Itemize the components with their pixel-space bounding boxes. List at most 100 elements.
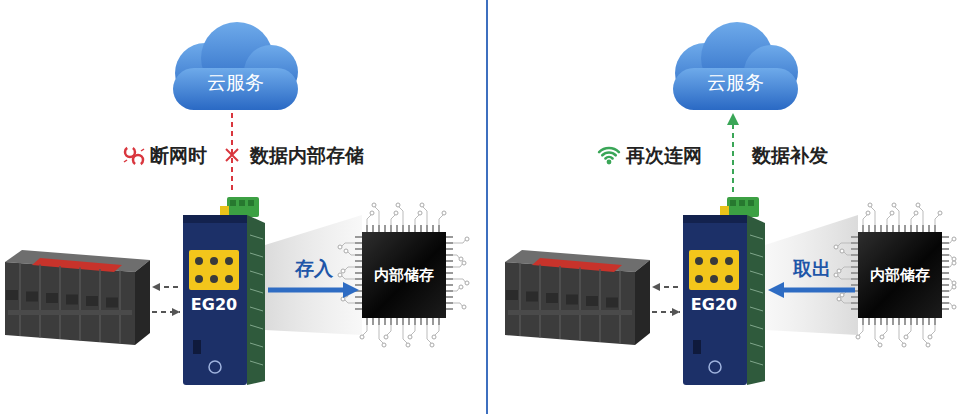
chip-pin bbox=[886, 225, 888, 232]
trace-pad bbox=[837, 297, 841, 301]
node-text: 云服务 bbox=[707, 71, 764, 94]
pcb-trace bbox=[250, 343, 263, 347]
gateway-device bbox=[683, 195, 765, 385]
cloud-shape bbox=[163, 18, 308, 110]
trace-pad bbox=[914, 211, 918, 215]
circuit-trace bbox=[906, 325, 911, 336]
chip-pin bbox=[904, 225, 906, 232]
gateway-device bbox=[183, 195, 265, 385]
pcb-side bbox=[747, 215, 765, 385]
chip-pin bbox=[355, 284, 362, 286]
chip-pin bbox=[851, 302, 858, 304]
terminal-screw bbox=[248, 200, 254, 206]
circuit-trace bbox=[341, 243, 355, 247]
circuit-trace bbox=[434, 325, 439, 336]
trace-pad bbox=[902, 343, 906, 347]
chip-pin bbox=[851, 296, 858, 298]
pcb-trace bbox=[750, 343, 763, 347]
chip-pin bbox=[446, 278, 453, 280]
chip-pin bbox=[942, 236, 949, 238]
trace-pad bbox=[904, 335, 908, 339]
circuit-trace bbox=[427, 325, 432, 344]
wifi-arc bbox=[602, 152, 615, 155]
terminal-screw bbox=[730, 200, 736, 206]
plc-ridge bbox=[99, 269, 101, 342]
pcb-trace bbox=[750, 289, 763, 293]
plc-terminal bbox=[6, 290, 18, 300]
trace-pad bbox=[840, 249, 844, 253]
circuit-trace bbox=[837, 243, 851, 247]
trace-pad bbox=[837, 269, 841, 273]
node-text: 云服务 bbox=[207, 71, 264, 94]
circuit-trace bbox=[837, 275, 851, 279]
trace-pad bbox=[952, 261, 956, 265]
chip-pin bbox=[928, 225, 930, 232]
led bbox=[710, 257, 718, 265]
trace-pad bbox=[465, 281, 469, 285]
chip-pin bbox=[384, 318, 386, 325]
circuit-trace bbox=[863, 214, 868, 225]
circuit-trace bbox=[453, 263, 463, 267]
chip-pin bbox=[880, 318, 882, 325]
trace-pad bbox=[916, 203, 920, 207]
circuit-trace bbox=[882, 325, 887, 336]
panel-divider bbox=[486, 0, 488, 414]
plc-side bbox=[135, 260, 150, 345]
plc-red-strip bbox=[32, 258, 122, 272]
plc-ridge bbox=[59, 266, 61, 339]
plc-ridge bbox=[619, 271, 621, 344]
chip-pin bbox=[355, 248, 362, 250]
trace-pad bbox=[418, 211, 422, 215]
chip-pin bbox=[904, 318, 906, 325]
sim-slot bbox=[193, 340, 201, 354]
chip-pin bbox=[355, 302, 362, 304]
chip-pin bbox=[874, 225, 876, 232]
chip-pin bbox=[942, 254, 949, 256]
led-panel bbox=[189, 250, 239, 290]
chip-pin bbox=[942, 272, 949, 274]
plc-side bbox=[635, 260, 650, 345]
led bbox=[225, 257, 233, 265]
chip-pin bbox=[372, 225, 374, 232]
device-node: EG20 bbox=[183, 195, 265, 385]
plc-ridge bbox=[119, 271, 121, 344]
chip-pin bbox=[916, 318, 918, 325]
trace-pad bbox=[430, 343, 434, 347]
led bbox=[710, 275, 718, 283]
chip-pin bbox=[942, 260, 949, 262]
led bbox=[210, 275, 218, 283]
chip-pin bbox=[851, 242, 858, 244]
trace-pad bbox=[834, 245, 838, 249]
light-beam bbox=[265, 215, 362, 335]
trace-pad bbox=[868, 203, 872, 207]
node-text: EG20 bbox=[689, 295, 739, 314]
chip-pin bbox=[402, 318, 404, 325]
circuit-trace bbox=[923, 325, 928, 344]
chip-pin bbox=[355, 254, 362, 256]
chip-pins bbox=[338, 203, 469, 347]
circuit-trace bbox=[930, 325, 935, 336]
trace-pad bbox=[866, 211, 870, 215]
chip-pin bbox=[426, 225, 428, 232]
pcb-trace bbox=[250, 307, 263, 311]
trace-pad bbox=[384, 335, 388, 339]
chip-pin bbox=[446, 248, 453, 250]
chip-pin bbox=[868, 318, 870, 325]
chip-pin bbox=[942, 278, 949, 280]
chip-pin bbox=[355, 290, 362, 292]
spark-tick bbox=[141, 149, 144, 151]
trace-pad bbox=[394, 211, 398, 215]
plc-terminal bbox=[586, 296, 598, 306]
led bbox=[210, 257, 218, 265]
plc-front bbox=[505, 262, 635, 345]
plc-ridge bbox=[519, 263, 521, 336]
edge-label: 取出 bbox=[793, 257, 831, 280]
pcb-trace bbox=[250, 361, 263, 365]
chip-pin bbox=[446, 266, 453, 268]
plc-terminal bbox=[546, 293, 558, 303]
plc-front bbox=[5, 262, 135, 345]
signal-arrow bbox=[152, 286, 178, 288]
chip-pin bbox=[420, 225, 422, 232]
trace-pad bbox=[338, 273, 342, 277]
